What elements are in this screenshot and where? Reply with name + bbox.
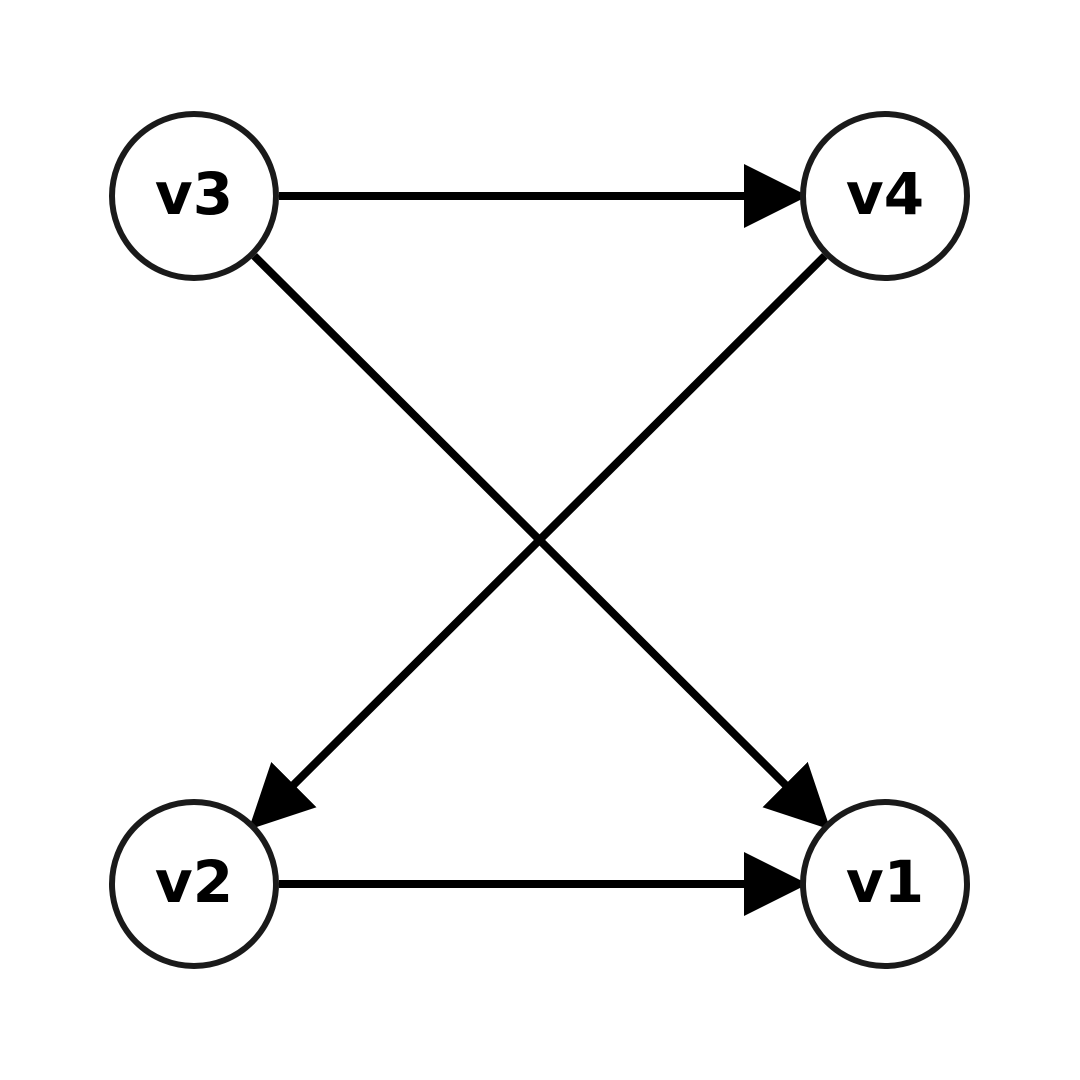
node-circle (109, 111, 279, 281)
node-circle (800, 111, 970, 281)
node-v1: v1 (800, 799, 970, 969)
node-circle (109, 799, 279, 969)
edge-v4-to-v2 (248, 253, 828, 830)
nodes-layer: v3 v4 v2 v1 (109, 111, 970, 969)
node-label: v3 (155, 160, 233, 228)
node-label: v1 (846, 848, 924, 916)
node-v4: v4 (800, 111, 970, 281)
node-v2: v2 (109, 799, 279, 969)
node-v3: v3 (109, 111, 279, 281)
node-label: v2 (155, 848, 233, 916)
edges-layer (248, 164, 831, 916)
node-label: v4 (846, 160, 924, 228)
node-circle (800, 799, 970, 969)
